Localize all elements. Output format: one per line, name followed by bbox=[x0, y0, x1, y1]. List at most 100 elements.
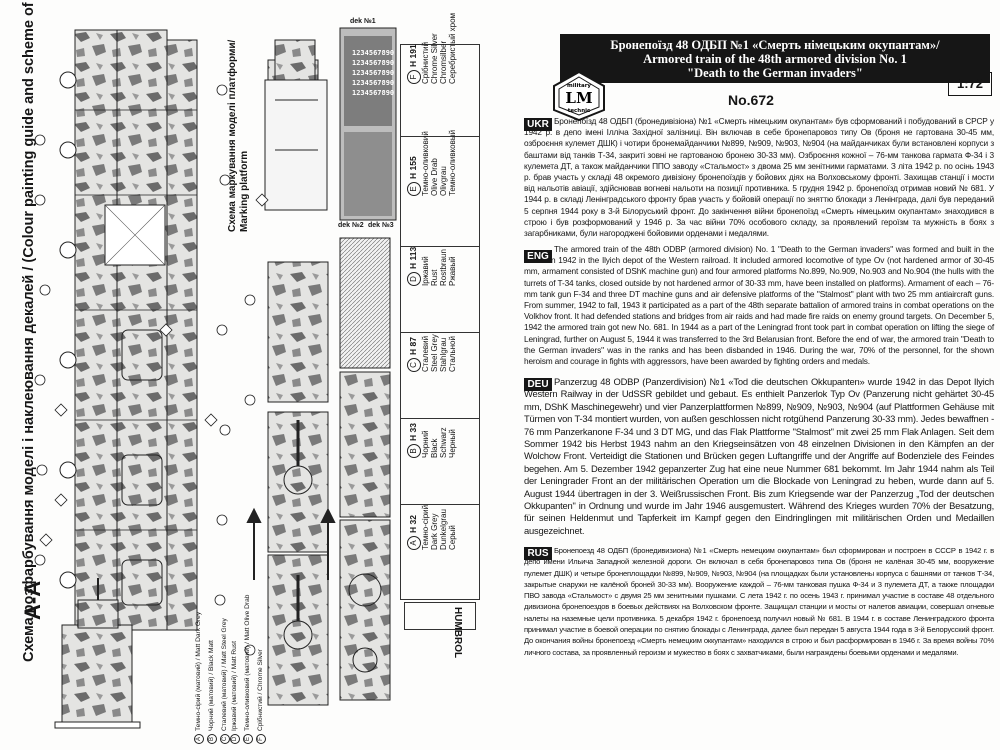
lower-legend-letter: E bbox=[243, 734, 253, 744]
brand-logo: military LM technic bbox=[553, 70, 605, 122]
decal-number-row: 1234567890 bbox=[352, 49, 395, 57]
legend-cell-b bbox=[401, 419, 479, 505]
legend-name: Срібнистий bbox=[421, 41, 430, 84]
legend-name: Schwarz bbox=[439, 427, 448, 458]
legend-letter: E bbox=[407, 182, 421, 196]
legend-name: Steel Grey bbox=[430, 334, 439, 372]
lower-legend-text: Срібнистий / Chrome Silver bbox=[257, 649, 264, 731]
legend-code: H 191 bbox=[408, 44, 418, 67]
legend-letter: A bbox=[407, 536, 421, 550]
legend-name: Ржавый bbox=[448, 256, 457, 286]
lower-legend-letter: B bbox=[207, 734, 217, 744]
legend-name: Серый bbox=[448, 525, 457, 550]
humbrol-text: HUMBROL bbox=[452, 607, 463, 659]
lower-legend-text: Іржавий (матовий) / Matt Rust bbox=[231, 641, 238, 731]
decal-sheet-title: dek №1 bbox=[350, 18, 376, 25]
title-line-3: "Death to the German invaders" bbox=[687, 66, 863, 80]
legend-letter: D bbox=[407, 272, 421, 286]
lower-legend-text: Темно-сірий (матовий) / Matt Dark Grey bbox=[195, 611, 202, 731]
legend-entry-b: B H 33 Чорний Black Schwarz Черный bbox=[407, 423, 457, 458]
legend-letter: C bbox=[407, 358, 421, 372]
decal-number-row: 1234567890 bbox=[352, 89, 395, 97]
legend-letter: B bbox=[407, 444, 421, 458]
text-deu: Panzerzug 48 ODBP (Panzerdivision) №1 «T… bbox=[524, 376, 994, 536]
legend-name: Stahlgrau bbox=[439, 337, 448, 372]
legend-name: Іржавий bbox=[421, 256, 430, 286]
legend-name: Сталевий bbox=[421, 335, 430, 372]
text-block-ukr: UKR Бронепоїзд 48 ОДБП (бронедивізіона) … bbox=[524, 116, 994, 239]
text-block-eng: ENG The armored train of the 48th ODBP (… bbox=[524, 244, 994, 367]
lower-legend-item: D Іржавий (матовий) / Matt Rust bbox=[228, 595, 241, 744]
lang-tag-rus: RUS bbox=[524, 547, 552, 560]
legend-entry-d: D H 113 Іржавий Rust Rostbraun Ржавый bbox=[407, 247, 457, 286]
legend-name: Dark Grey bbox=[430, 513, 439, 550]
text-rus: Бронепоезд 48 ОДБП (бронедивизиона) №1 «… bbox=[524, 546, 994, 657]
platform-marking-title: Схема маркування моделі платформи/ Marki… bbox=[227, 40, 251, 232]
legend-name: Chrome Silver bbox=[430, 33, 439, 84]
legend-name: Rostbraun bbox=[439, 249, 448, 286]
legend-name: Rust bbox=[430, 269, 439, 286]
title-line-1: Бронепоїзд 48 ОДБП №1 «Смерть німецьким … bbox=[610, 38, 940, 52]
lang-tag-eng: ENG bbox=[524, 250, 552, 263]
legend-letter: F bbox=[407, 70, 421, 84]
legend-code: H 113 bbox=[408, 246, 418, 269]
legend-code: H 87 bbox=[408, 337, 418, 355]
legend-entry-c: C H 87 Сталевий Steel Grey Stahlgrau Стал… bbox=[407, 334, 457, 372]
legend-name: Темно-оливковий bbox=[421, 131, 430, 196]
lower-colour-legend: AТемно-сірий (матовий) / Matt Dark Grey … bbox=[192, 612, 231, 744]
legend-name: Чорний bbox=[421, 430, 430, 458]
scale-badge: 1:72 bbox=[948, 72, 992, 96]
text-block-deu: DEU Panzerzug 48 ODBP (Panzerdivision) №… bbox=[524, 376, 994, 537]
platform-title-line-2: Marking platform bbox=[239, 150, 250, 232]
lower-legend-text: Чорний (матовий) / Black Matt bbox=[208, 640, 215, 731]
legend-name: Темно-сірий bbox=[421, 504, 430, 550]
text-block-rus: RUS Бронепоезд 48 ОДБП (бронедивизиона) … bbox=[524, 545, 994, 658]
legend-code: H 33 bbox=[408, 423, 418, 441]
legend-name: Olivgrau bbox=[439, 166, 448, 196]
decal-sheet-label-2: dek №2 bbox=[338, 222, 364, 229]
lang-tag-ukr: UKR bbox=[524, 118, 552, 131]
lower-legend-item: B Чорний (матовий) / Black Matt bbox=[205, 612, 218, 744]
lower-legend-text: Темно-оливковий (матовий) / Matt Olive D… bbox=[244, 594, 251, 731]
train-side-view-left bbox=[59, 29, 198, 631]
decal-sheet bbox=[339, 27, 397, 221]
section-label: A-A bbox=[20, 580, 45, 620]
decal-number-row: 1234567890 bbox=[352, 79, 395, 87]
lower-legend-item: E Темно-оливковий (матовий) / Matt Olive … bbox=[241, 595, 254, 744]
legend-cell-d bbox=[401, 247, 479, 333]
legend-entry-e: EH 155 Темно-оливковий Olive Drab Olivgr… bbox=[407, 130, 457, 196]
legend-name: Стальной bbox=[448, 336, 457, 372]
painting-guide: Схема розфарбування моделі і наклеювання… bbox=[20, 0, 480, 744]
logo-main-text: LM bbox=[565, 89, 592, 107]
lower-legend-letter: D bbox=[230, 734, 240, 744]
lower-legend-letter: F bbox=[256, 734, 266, 744]
legend-code: H 32 bbox=[408, 515, 418, 533]
legend-name: Olive Drab bbox=[430, 158, 439, 196]
legend-cell-e bbox=[401, 137, 479, 247]
lower-legend-item: A Темно-сірий (матовий) / Matt Dark Grey bbox=[192, 612, 205, 744]
legend-name: Chromsilber bbox=[439, 40, 448, 84]
humbrol-label: HUMBROL bbox=[404, 602, 476, 658]
guide-title: Схема розфарбування моделі і наклеювання… bbox=[20, 0, 38, 662]
legend-name: Серебристый хром bbox=[448, 12, 457, 84]
platform-title-line-1: Схема маркування моделі платформи/ bbox=[227, 39, 238, 232]
legend-entry-a: A H 32 Темно-сірий Dark Grey Dunkelgrau С… bbox=[407, 505, 457, 550]
decal-number-row: 1234567890 bbox=[352, 59, 395, 67]
catalog-number: No.672 bbox=[728, 92, 774, 108]
legend-name: Dunkelgrau bbox=[439, 509, 448, 550]
decal-numbers: 1234567890 1234567890 1234567890 1234567… bbox=[352, 48, 394, 98]
title-line-2: Armored train of the 48th armored divisi… bbox=[643, 52, 907, 66]
legend-name: Black bbox=[430, 438, 439, 458]
section-aa-drawing bbox=[54, 578, 141, 729]
lower-legend-letter: A bbox=[194, 734, 204, 744]
decal-number-row: 1234567890 bbox=[352, 69, 395, 77]
legend-entry-f: F H 191 Срібнистий Chrome Silver Chromsil… bbox=[407, 13, 457, 84]
colour-legend-table bbox=[400, 44, 480, 600]
lower-colour-legend-2: D Іржавий (матовий) / Matt Rust E Темно-ол… bbox=[228, 595, 267, 744]
lower-legend-item: F Срібнистий / Chrome Silver bbox=[254, 595, 267, 744]
platform-marking-drawing bbox=[264, 39, 328, 211]
legend-name: Черный bbox=[448, 429, 457, 458]
logo-bottom-text: technic bbox=[568, 108, 591, 114]
document-title: Бронепоїзд 48 ОДБП №1 «Смерть німецьким … bbox=[560, 34, 990, 83]
text-ukr: Бронепоїзд 48 ОДБП (бронедивізіона) №1 «… bbox=[524, 116, 994, 239]
